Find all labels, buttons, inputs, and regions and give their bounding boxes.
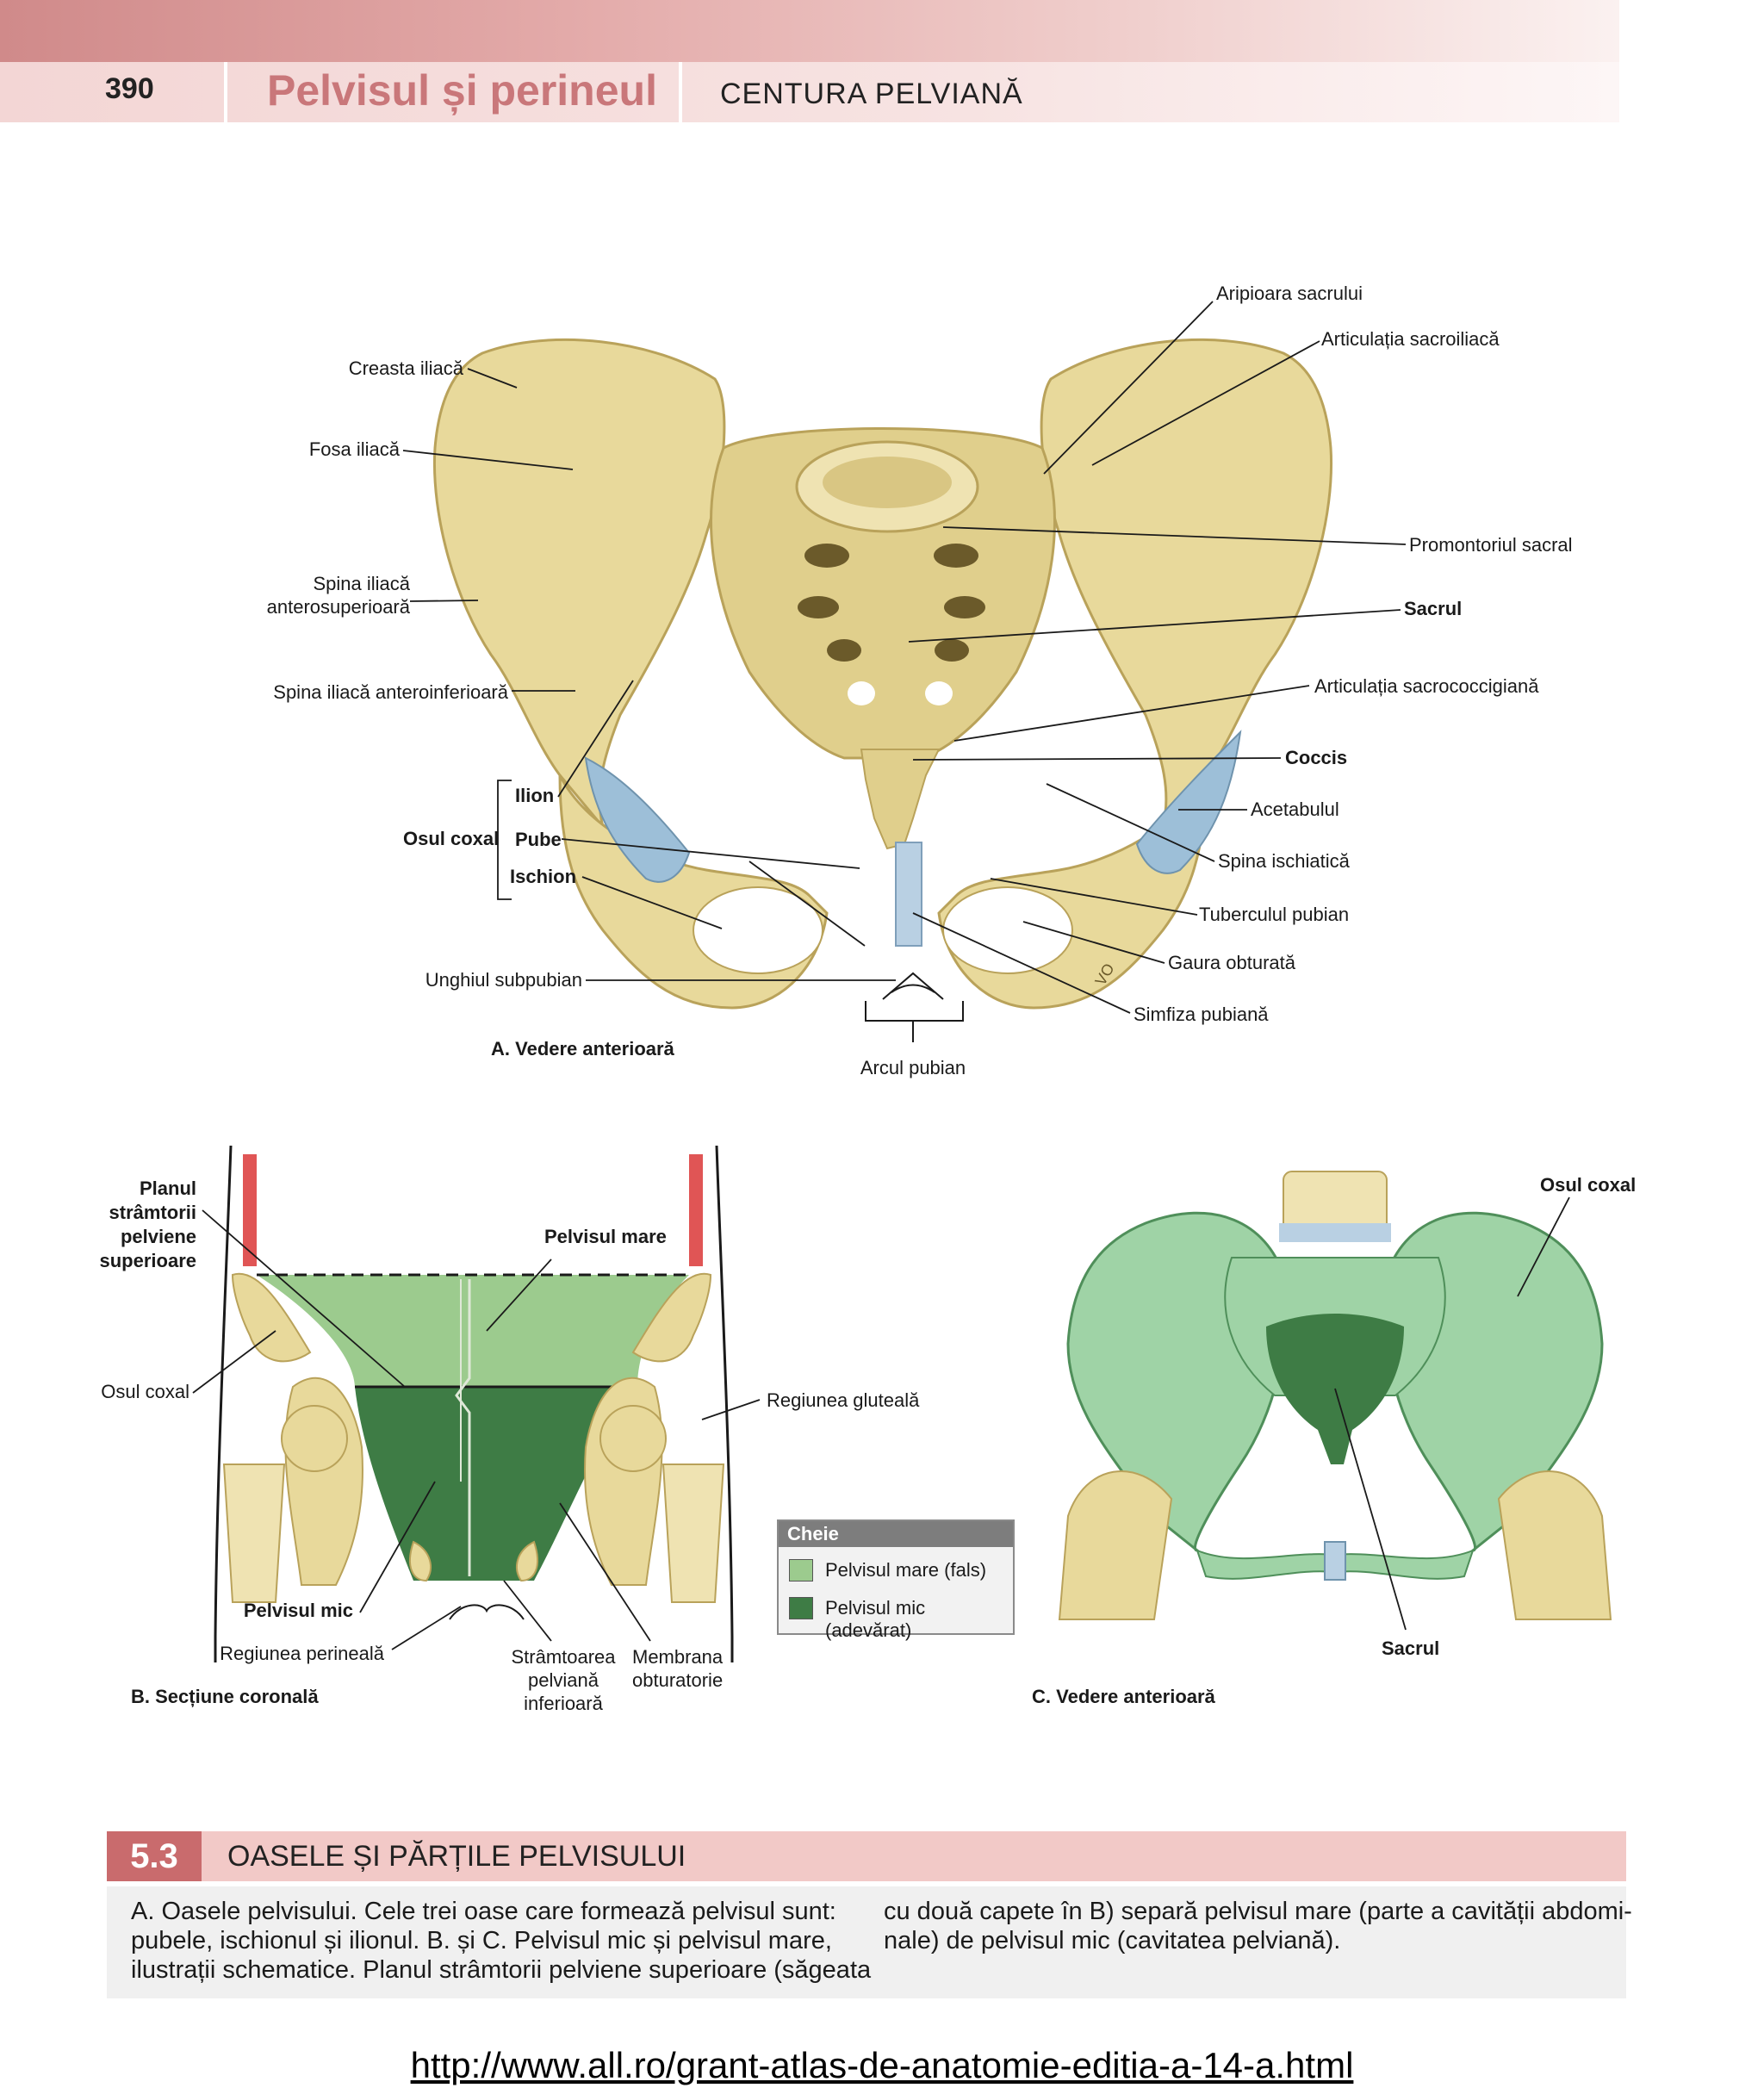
legend-swatch-false-pelvis — [789, 1559, 813, 1582]
label-planul-2: strâmtorii — [109, 1202, 196, 1223]
label-spina-antsup-1: Spina iliacă — [313, 573, 410, 594]
figure-a-caption: A. Vedere anterioară — [491, 1038, 674, 1060]
label-spina-ischiatica: Spina ischiatică — [1218, 850, 1350, 872]
label-tuberculul-pubian: Tuberculul pubian — [1199, 904, 1350, 925]
label-sacrul-c: Sacrul — [1382, 1637, 1440, 1659]
label-stramtoarea-1: Strâmtoarea — [511, 1646, 616, 1668]
label-regiunea-perineala: Regiunea perineală — [220, 1643, 384, 1664]
legend-item-false-pelvis: Pelvisul mare (fals) — [825, 1559, 987, 1581]
caption-left-line-2: pubele, ischionul și ilionul. B. și C. P… — [131, 1927, 832, 1954]
legend-title: Cheie — [779, 1521, 1013, 1547]
label-acetabulul: Acetabulul — [1251, 799, 1339, 820]
label-fosa-iliaca: Fosa iliacă — [308, 438, 400, 460]
label-osul-coxal-b: Osul coxal — [101, 1381, 189, 1402]
label-planul-3: pelviene — [120, 1226, 196, 1247]
label-osul-coxal-c: Osul coxal — [1540, 1174, 1637, 1196]
header-bar — [0, 62, 1619, 122]
label-unghiul-subpubian: Unghiul subpubian — [425, 969, 582, 991]
figure-b-coronal-section — [214, 1145, 734, 1662]
header-divider — [224, 62, 227, 122]
caption-body — [107, 1886, 1626, 1998]
section-title: CENTURA PELVIANĂ — [720, 78, 1023, 110]
label-osul-coxal: Osul coxal — [403, 828, 500, 849]
label-creasta-iliaca: Creasta iliacă — [348, 357, 463, 379]
legend-item-true-pelvis: Pelvisul mic (adevărat) — [825, 1597, 926, 1641]
label-sacrul: Sacrul — [1404, 598, 1463, 619]
label-spina-antsup-2: anterosuperioară — [266, 596, 410, 618]
label-promontoriul: Promontoriul sacral — [1409, 534, 1573, 556]
legend-swatch-true-pelvis — [789, 1597, 813, 1619]
label-aripioara: Aripioara sacrului — [1216, 283, 1363, 304]
label-stramtoarea-2: pelviană — [528, 1669, 599, 1691]
label-planul-4: superioare — [99, 1250, 197, 1271]
label-art-sacroiliaca: Articulația sacroiliacă — [1321, 328, 1500, 350]
label-art-sacrococcigiana: Articulația sacrococcigiană — [1314, 675, 1539, 697]
label-planul-1: Planul — [139, 1178, 196, 1199]
caption-right-line-1: cu două capete în B) separă pelvisul mar… — [884, 1898, 1632, 1925]
label-spina-antinf: Spina iliacă anteroinferioară — [273, 681, 508, 703]
page-number: 390 — [105, 72, 154, 105]
label-regiunea-gluteala: Regiunea gluteală — [767, 1389, 920, 1411]
label-membrana-1: Membrana — [632, 1646, 724, 1668]
caption-right-line-2: nale) de pelvisul mic (cavitatea pelvian… — [884, 1927, 1341, 1954]
figure-a-leaders — [402, 301, 1407, 1014]
label-stramtoarea-3: inferioară — [524, 1693, 603, 1711]
figure-c-leaders — [1334, 1196, 1570, 1631]
caption-title-band — [107, 1831, 1626, 1881]
label-pube: Pube — [515, 829, 562, 850]
caption-left-line-1: A. Oasele pelvisului. Cele trei oase car… — [131, 1898, 836, 1925]
label-arcul-pubian: Arcul pubian — [860, 1057, 966, 1078]
label-ilion: Ilion — [515, 785, 555, 806]
figure-b-caption: B. Secțiune coronală — [131, 1686, 319, 1707]
label-membrana-2: obturatorie — [632, 1669, 724, 1691]
figure-b-leaders — [192, 1209, 761, 1650]
figure-number: 5.3 — [107, 1831, 202, 1881]
figure-title: OASELE ȘI PĂRȚILE PELVISULUI — [227, 1840, 686, 1873]
label-pelvisul-mare: Pelvisul mare — [544, 1226, 667, 1247]
label-coccis: Coccis — [1285, 747, 1348, 768]
label-pelvisul-mic: Pelvisul mic — [243, 1600, 353, 1621]
figure-c-pelvis-drawing — [1058, 1171, 1612, 1620]
header-divider — [679, 62, 682, 122]
footer-link[interactable]: http://www.all.ro/grant-atlas-de-anatomi… — [410, 2045, 1354, 2085]
label-simfiza-pubiana: Simfiza pubiană — [1134, 1004, 1269, 1025]
legend-key: Cheie Pelvisul mare (fals) Pelvisul mic … — [777, 1519, 1015, 1641]
label-gaura-obturata: Gaura obturată — [1168, 952, 1295, 973]
chapter-title: Pelvisul și perineul — [267, 66, 657, 115]
figure-c-caption: C. Vedere anterioară — [1032, 1686, 1215, 1707]
caption-left-line-3: ilustrații schematice. Planul strâmtorii… — [131, 1956, 872, 1984]
label-ischion: Ischion — [510, 866, 577, 887]
